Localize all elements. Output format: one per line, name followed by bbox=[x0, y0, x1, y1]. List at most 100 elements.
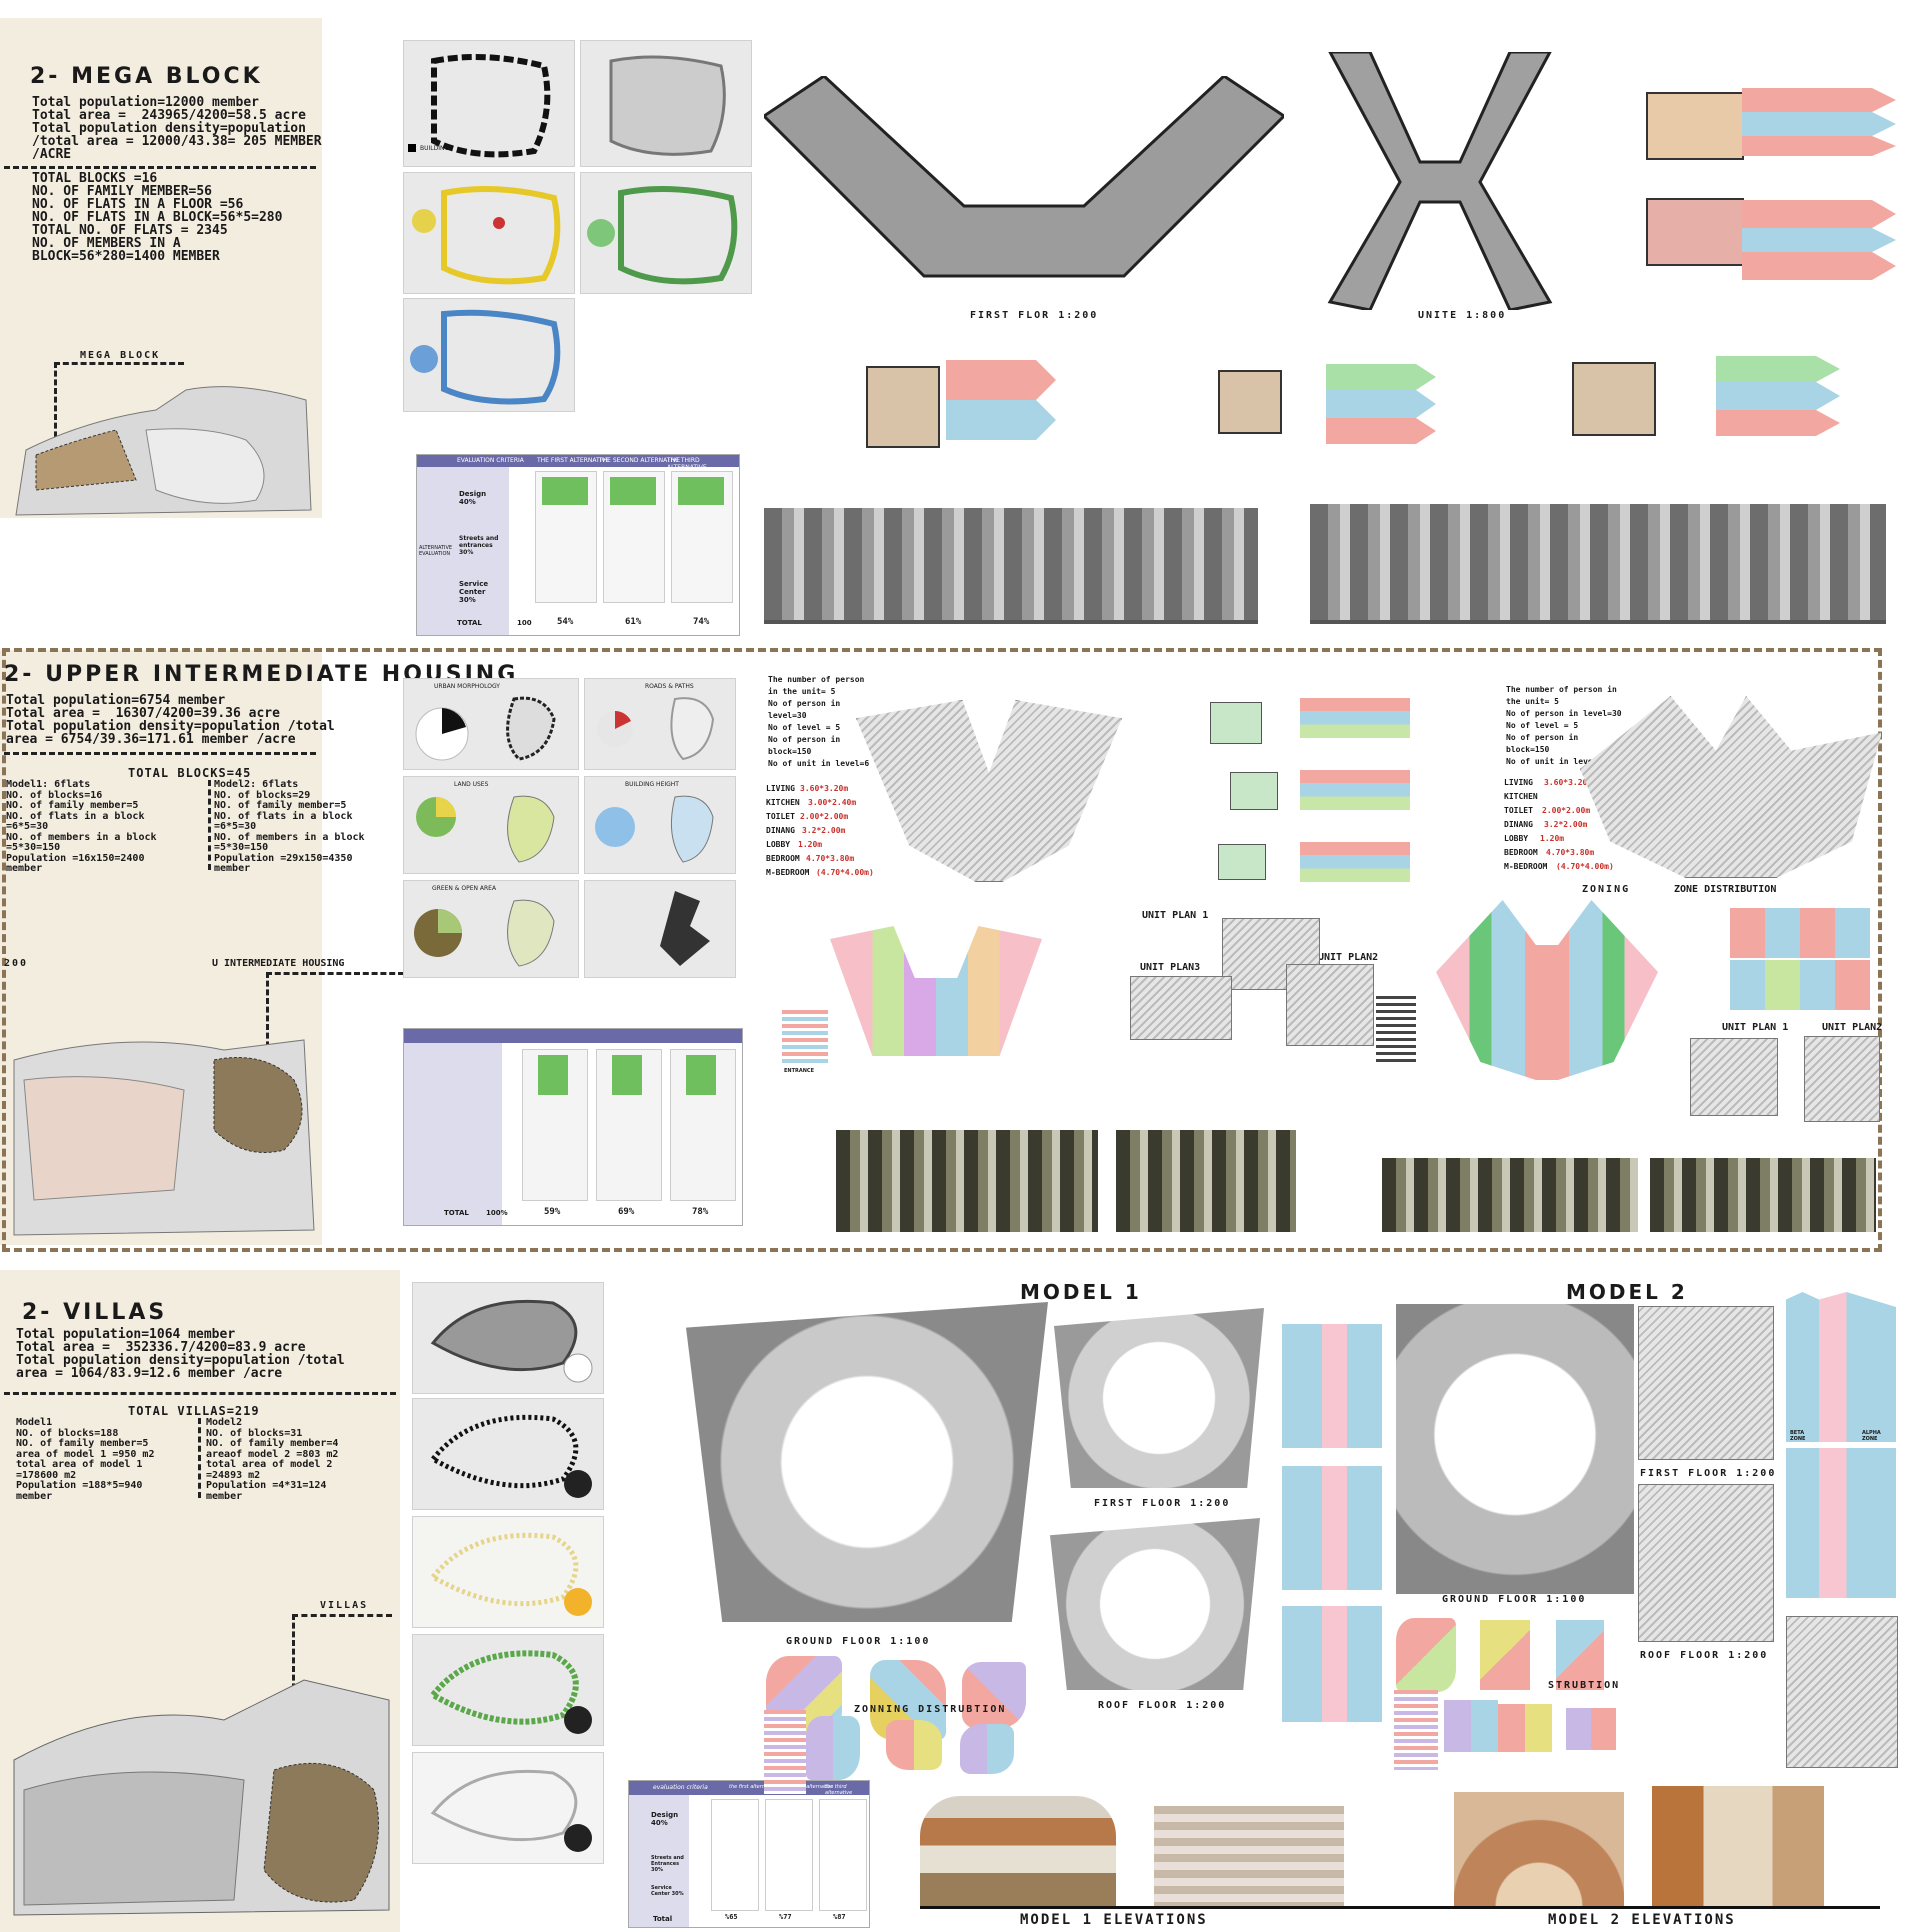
eval-thumb bbox=[610, 477, 656, 505]
villa2-first-plan bbox=[1638, 1306, 1774, 1460]
zone-strip bbox=[1786, 1448, 1896, 1598]
upper-eval-table: TOTAL 100% 59% 69% 78% bbox=[403, 1028, 743, 1226]
leader-line bbox=[266, 972, 269, 1082]
zone-dist-block bbox=[1730, 908, 1870, 958]
eval-score-3: 78% bbox=[692, 1207, 709, 1217]
alpha-zone-label: ALPHA ZONE bbox=[1862, 1430, 1881, 1442]
panel-title: URBAN MORPHOLOGY bbox=[434, 683, 500, 690]
model-1-title: MODEL 1 bbox=[1020, 1280, 1142, 1304]
eval-score-2: %77 bbox=[779, 1913, 792, 1921]
zoning-diagram-column bbox=[1282, 1324, 1382, 1448]
beta-zone-label: BETA ZONE bbox=[1790, 1430, 1806, 1442]
dim-label: M-BEDROOM bbox=[1504, 862, 1548, 871]
unit-plan3-label: UNIT PLAN3 bbox=[1140, 962, 1201, 973]
eval-score-1: 59% bbox=[544, 1207, 561, 1217]
upper-elevation-4 bbox=[1650, 1158, 1876, 1232]
villa1-zoning-6 bbox=[960, 1724, 1014, 1774]
zone-diagram bbox=[1646, 92, 1744, 160]
zone-diagram bbox=[1646, 198, 1744, 266]
villas-panel-5 bbox=[412, 1752, 604, 1864]
upper-elevation-3 bbox=[1382, 1158, 1638, 1232]
villa2-zoning-1 bbox=[1396, 1618, 1456, 1692]
eval-side: ALTERNATIVE EVALUATION bbox=[419, 545, 453, 557]
upper-model1-stats: Model1: 6flats NO. of blocks=16 NO. of f… bbox=[6, 779, 157, 874]
eval-score-3: 74% bbox=[693, 617, 710, 627]
eval-alt2: THE SECOND ALTERNATIVE bbox=[599, 457, 681, 464]
villas-total: TOTAL VILLAS=219 bbox=[128, 1404, 260, 1418]
eval-design: Design 40% bbox=[459, 490, 487, 506]
eval-service: Service Center 30% bbox=[651, 1885, 684, 1897]
divider-vertical bbox=[198, 1418, 201, 1498]
dim-label: DINANG bbox=[1504, 820, 1533, 829]
upper-panel-morphology: URBAN MORPHOLOGY bbox=[403, 678, 579, 770]
upper-dims-left: LIVING 3.60*3.20m KITCHEN 3.00*2.40m TOI… bbox=[766, 782, 896, 882]
eval-score-1: %65 bbox=[725, 1913, 738, 1921]
zone-bar bbox=[1300, 698, 1410, 738]
upper-elevation-2 bbox=[1116, 1130, 1296, 1232]
eval-thumb bbox=[686, 1055, 716, 1095]
upper-panel-legend bbox=[584, 880, 736, 978]
mega-unit-plan bbox=[1310, 50, 1570, 312]
eval-total-value: 100 bbox=[517, 619, 532, 627]
eval-total-value: 100% bbox=[486, 1209, 508, 1217]
villas-panel-2 bbox=[412, 1398, 604, 1510]
unit-plan-small bbox=[1218, 370, 1282, 434]
villa2-zoning-4 bbox=[1444, 1700, 1498, 1752]
eval-header: EVALUATION CRITERIA bbox=[457, 457, 524, 464]
legend-list bbox=[782, 1010, 828, 1066]
ground-line bbox=[920, 1906, 1880, 1909]
entrance-label: ENTRANCE bbox=[784, 1068, 814, 1074]
strubtion-caption: STRUBTION bbox=[1548, 1680, 1621, 1691]
unit-plan-2b bbox=[1804, 1036, 1880, 1122]
leader-line bbox=[54, 362, 184, 365]
upper-panel-green-open: GREEN & OPEN AREA bbox=[403, 880, 579, 978]
mega-block-stats: Total population=12000 member Total area… bbox=[32, 95, 322, 162]
dim-label: DINANG bbox=[766, 826, 795, 835]
villa2-zoning-6 bbox=[1566, 1708, 1616, 1750]
eval-thumb bbox=[678, 477, 724, 505]
dim-value: 3.60*3.20m bbox=[800, 784, 849, 793]
eval-score-2: 69% bbox=[618, 1207, 635, 1217]
divider bbox=[4, 752, 316, 755]
villa2-roof-plan bbox=[1638, 1484, 1774, 1642]
dim-value: 2.00*2.00m bbox=[800, 812, 849, 821]
mega-site-map bbox=[6, 370, 318, 520]
dim-label: M-BEDROOM bbox=[766, 868, 810, 877]
villa2-ground-plan bbox=[1396, 1304, 1634, 1594]
dim-label: TOILET bbox=[766, 812, 795, 821]
villa2-zoning-2 bbox=[1480, 1620, 1530, 1690]
zoning-diagram-column bbox=[1282, 1466, 1382, 1590]
panel-title: GREEN & OPEN AREA bbox=[432, 885, 497, 892]
zone-strip-plan bbox=[1786, 1616, 1898, 1768]
dim-value: (4.70*4.00m) bbox=[816, 868, 874, 877]
eval-score-2: 61% bbox=[625, 617, 642, 627]
villa1-roof-caption: ROOF FLOOR 1:200 bbox=[1098, 1700, 1227, 1711]
upper-section-frame bbox=[2, 648, 1882, 1252]
legend-swatch bbox=[408, 144, 416, 152]
unit-plan2-label: UNIT PLAN2 bbox=[1318, 952, 1379, 963]
villa1-zoning-5 bbox=[886, 1720, 942, 1770]
first-floor-caption: FIRST FLOR 1:200 bbox=[970, 310, 1099, 321]
eval-alt3: THE THIRD ALTERNATIVE bbox=[667, 457, 707, 471]
upper-panel-land-uses: LAND USES bbox=[403, 776, 579, 874]
zone-arrows bbox=[946, 360, 1056, 440]
mega-elevation-2 bbox=[1310, 504, 1886, 624]
dim-value: 1.20m bbox=[1540, 834, 1565, 843]
unit-plan-thumb bbox=[1210, 702, 1262, 744]
mega-first-floor-plan bbox=[761, 74, 1287, 286]
panel-title: LAND USES bbox=[454, 781, 489, 788]
unit-plan-small bbox=[866, 366, 940, 448]
villa1-ground-caption: GROUND FLOOR 1:100 bbox=[786, 1636, 931, 1647]
mega-block-blocks-stats: TOTAL BLOCKS =16 NO. OF FAMILY MEMBER=56… bbox=[32, 171, 283, 264]
upper-site-map bbox=[4, 1000, 320, 1240]
upper-model2-stats: Model2: 6flats NO. of blocks=29 NO. of f… bbox=[214, 779, 365, 874]
villa1-first-caption: FIRST FLOOR 1:200 bbox=[1094, 1498, 1231, 1509]
dim-value: 3.2*2.00m bbox=[1544, 820, 1588, 829]
dim-label: BEDROOM bbox=[766, 854, 800, 863]
unit-plans-stack bbox=[1170, 678, 1420, 888]
panel-title: BUILDING HEIGHT bbox=[625, 781, 679, 788]
dim-label: BEDROOM bbox=[1504, 848, 1538, 857]
zone-strip bbox=[1786, 1292, 1896, 1442]
panel-title: ROADS & PATHS bbox=[645, 683, 694, 690]
villa2-zoning-3 bbox=[1556, 1620, 1604, 1690]
